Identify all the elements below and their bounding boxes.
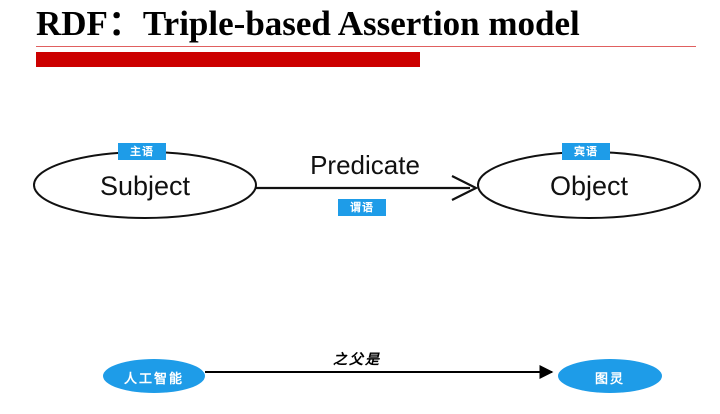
example-source-label: 人工智能 [123,372,184,387]
example-relation-label: 之父是 [333,352,381,368]
predicate-chinese-badge: 谓语 [338,199,386,216]
object-chinese-badge: 宾语 [562,143,610,160]
turing-ellipse [558,359,662,393]
predicate-label: Predicate [310,150,420,180]
object-label: Object [549,171,629,201]
ai-ellipse [103,359,205,393]
subject-label: Subject [99,171,191,201]
page-title: RDF：Triple-based Assertion model [36,4,580,43]
predicate-arrow-head [451,175,479,201]
example-target-label: 图灵 [594,372,625,387]
title-accent-bar [36,52,420,67]
subject-chinese-badge: 主语 [118,143,166,160]
title-underline-rule [36,46,696,47]
